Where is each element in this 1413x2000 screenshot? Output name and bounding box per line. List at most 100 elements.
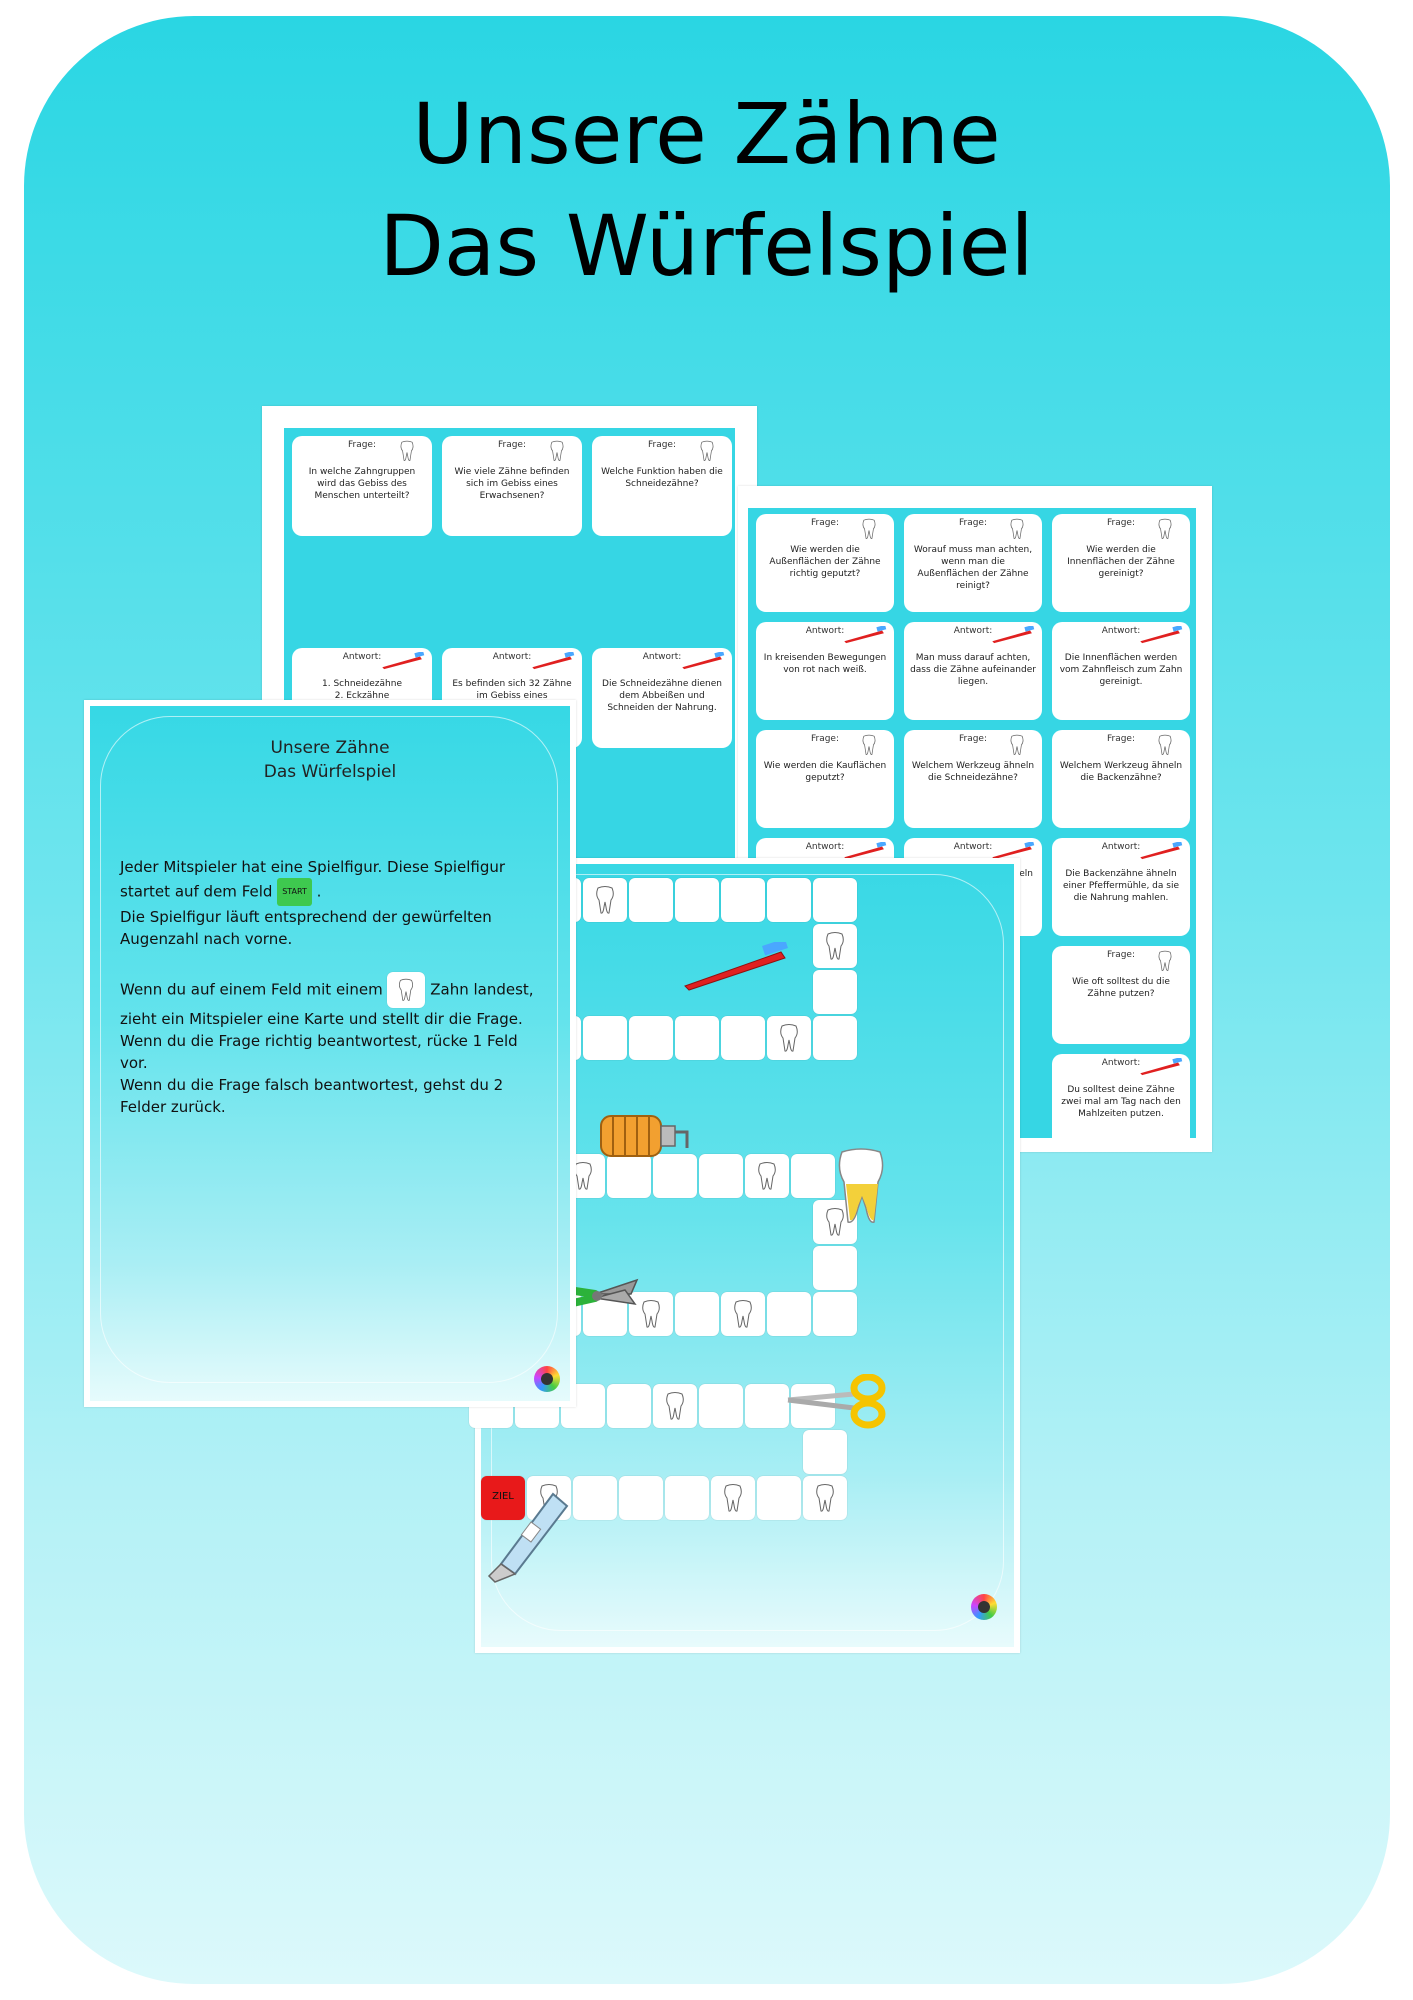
card-label: Frage:	[1106, 950, 1136, 960]
tooth-icon	[862, 734, 876, 755]
tooth-field-icon	[387, 972, 426, 1008]
goal-field: ZIEL	[481, 1476, 525, 1520]
board-field	[721, 1016, 765, 1060]
toothbrush-icon	[684, 942, 788, 991]
board-field	[573, 1476, 617, 1520]
card-text: Die Backenzähne ähneln einer Pfeffermühl…	[1062, 869, 1179, 903]
question-field	[721, 1292, 765, 1336]
tooth-icon	[724, 1484, 742, 1512]
question-card: Frage:Welchem Werkzeug ähneln die Schnei…	[904, 730, 1042, 828]
tooth-icon	[666, 1392, 684, 1420]
board-field	[813, 878, 857, 922]
question-card: Frage:Wie oft solltest du die Zähne putz…	[1052, 946, 1190, 1044]
board-field	[665, 1476, 709, 1520]
card-label: Antwort:	[805, 626, 845, 636]
tooth-icon	[550, 440, 564, 461]
board-field	[813, 1016, 857, 1060]
card-label: Frage:	[647, 440, 677, 450]
card-text: Wie werden die Innenflächen der Zähne ge…	[1067, 545, 1175, 579]
card-label: Frage:	[497, 440, 527, 450]
question-field	[629, 1292, 673, 1336]
question-field	[583, 878, 627, 922]
board-field	[607, 1154, 651, 1198]
board-field	[675, 1292, 719, 1336]
question-field	[745, 1154, 789, 1198]
rule-spacer	[120, 950, 540, 972]
board-field	[629, 878, 673, 922]
tooth-icon	[400, 440, 414, 461]
rule-text: Wenn du auf einem Feld mit einem	[120, 980, 383, 999]
card-text: Wie viele Zähne befinden sich im Gebiss …	[454, 467, 570, 501]
toothbrush-icon	[532, 652, 575, 670]
question-field	[653, 1384, 697, 1428]
board-field	[803, 1430, 847, 1474]
rules-text: Jeder Mitspieler hat eine Spielfigur. Di…	[120, 856, 540, 1118]
board-field	[629, 1016, 673, 1060]
question-field	[803, 1476, 847, 1520]
card-label: Antwort:	[642, 652, 682, 662]
question-field	[711, 1476, 755, 1520]
rule-text: .	[316, 882, 322, 901]
toothbrush-icon	[1140, 842, 1183, 860]
card-label: Frage:	[810, 518, 840, 528]
board-field	[699, 1384, 743, 1428]
question-card: Frage: Worauf muss man achten, wenn man d…	[904, 514, 1042, 612]
tooth-icon	[700, 440, 714, 461]
tooth-icon	[1010, 734, 1024, 755]
board-field	[813, 1292, 857, 1336]
board-field	[583, 1016, 627, 1060]
rule-paragraph-wrong: Wenn du die Frage falsch beantwortest, g…	[120, 1076, 504, 1116]
card-text: Worauf muss man achten, wenn man die Auß…	[913, 545, 1033, 591]
rules-title-line-1: Unsere Zähne	[270, 738, 390, 758]
board-field	[791, 1154, 835, 1198]
tooth-icon	[758, 1162, 776, 1190]
card-label: Antwort:	[1101, 842, 1141, 852]
page-title: Unsere Zähne Das Würfelspiel	[0, 78, 1413, 302]
rule-paragraph-start: Jeder Mitspieler hat eine Spielfigur. Di…	[120, 856, 540, 906]
goal-label: ZIEL	[492, 1491, 514, 1502]
tooth-icon	[596, 886, 614, 914]
tooth-icon	[734, 1300, 752, 1328]
card-text: Welchem Werkzeug ähneln die Backenzähne?	[1059, 761, 1183, 783]
toothpaste-icon	[487, 1492, 569, 1583]
toothbrush-icon	[992, 626, 1035, 644]
tooth-illustration-icon	[838, 1148, 884, 1223]
rules-frame	[100, 716, 558, 1383]
card-label: Frage:	[958, 734, 988, 744]
board-field	[675, 878, 719, 922]
question-card: Antwort:Du solltest deine Zähne zwei mal…	[1052, 1054, 1190, 1152]
card-label: Antwort:	[805, 842, 845, 852]
toothbrush-icon	[1140, 1058, 1183, 1076]
board-field	[653, 1154, 697, 1198]
toothbrush-icon	[844, 842, 887, 860]
card-label: Antwort:	[1101, 626, 1141, 636]
board-field	[813, 1246, 857, 1290]
card-text: In welche Zahngruppen wird das Gebiss de…	[308, 467, 416, 501]
toothbrush-icon	[992, 842, 1035, 860]
board-field	[721, 878, 765, 922]
card-label: Antwort:	[492, 652, 532, 662]
question-card: Frage:Wie werden die Innenflächen der Zä…	[1052, 514, 1190, 612]
title-line-2: Das Würfelspiel	[379, 197, 1034, 295]
publisher-logo	[971, 1594, 997, 1620]
card-label: Frage:	[1106, 734, 1136, 744]
tooth-icon	[1158, 518, 1172, 539]
card-text: Wie werden die Kauflächen geputzt?	[763, 761, 887, 783]
rule-paragraph-right: Wenn du die Frage richtig beantwortest, …	[120, 1032, 518, 1072]
card-label: Antwort:	[1101, 1058, 1141, 1068]
question-field	[813, 924, 857, 968]
tooth-icon	[816, 1484, 834, 1512]
card-label: Frage:	[958, 518, 988, 528]
rule-text: Zahn landest, zieht ein Mitspieler eine …	[120, 980, 534, 1029]
tooth-icon	[642, 1300, 660, 1328]
tooth-icon	[862, 518, 876, 539]
question-card: Antwort:Die Schneidezähne dienen dem Abb…	[592, 648, 732, 748]
toothbrush-icon	[844, 626, 887, 644]
card-text: Man muss darauf achten, dass die Zähne a…	[910, 653, 1036, 687]
rule-paragraph-move: Die Spielfigur läuft entsprechend der ge…	[120, 908, 492, 948]
toothbrush-icon	[1140, 626, 1183, 644]
question-card: Antwort:Die Innenflächen werden vom Zahn…	[1052, 622, 1190, 720]
question-field	[767, 1016, 811, 1060]
board-field	[607, 1384, 651, 1428]
board-field	[619, 1476, 663, 1520]
